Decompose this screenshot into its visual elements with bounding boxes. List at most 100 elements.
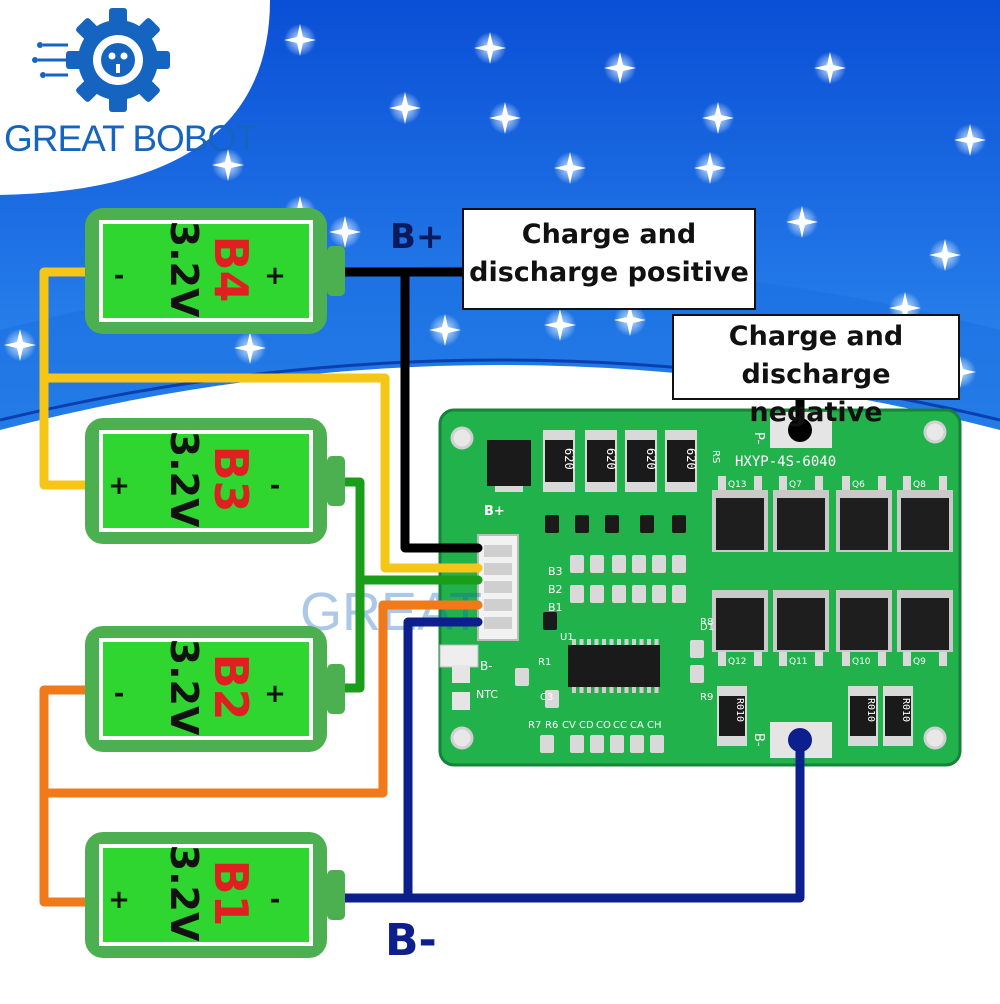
star-icon bbox=[786, 206, 818, 238]
mosfet-label: Q13 bbox=[728, 480, 747, 490]
star-icon bbox=[4, 329, 36, 361]
shunt-value: R010 bbox=[900, 698, 911, 722]
shunt-resistor: R010 bbox=[717, 686, 747, 746]
pad-ntc bbox=[452, 692, 470, 710]
resistor-620: 620 bbox=[625, 430, 658, 492]
silkscreen-label: CO bbox=[596, 720, 611, 731]
brand-logo: GREAT BOBOT bbox=[0, 0, 260, 200]
star-icon bbox=[429, 314, 461, 346]
battery-left-terminal: + bbox=[108, 885, 130, 915]
resistor-620: 620 bbox=[543, 430, 576, 492]
board-model: HXYP-4S-6040 bbox=[735, 454, 836, 470]
pad-label-bminus-small: B- bbox=[480, 659, 493, 673]
mosfet-label: Q7 bbox=[789, 480, 802, 490]
brand-name: GREAT BOBOT bbox=[4, 118, 258, 159]
battery-stack: B43.2V-+B33.2V+-B23.2V-+B13.2V+- bbox=[85, 208, 345, 958]
pad-label-b2: B2 bbox=[548, 583, 563, 596]
silkscreen-label: R7 bbox=[528, 720, 541, 731]
silkscreen-label: C3 bbox=[540, 692, 553, 703]
mount-hole bbox=[923, 726, 947, 750]
battery-left-terminal: - bbox=[114, 261, 125, 291]
pad-label-rs: RS bbox=[710, 450, 721, 463]
mosfet-label: Q11 bbox=[789, 657, 808, 667]
top-left-ic bbox=[487, 440, 531, 486]
silkscreen-label: CH bbox=[647, 720, 662, 731]
battery-right-terminal: - bbox=[270, 471, 281, 501]
pad-label-bplus: B+ bbox=[484, 504, 505, 519]
silkscreen-label: CV bbox=[562, 720, 576, 731]
bminus-terminal-dot bbox=[788, 728, 812, 752]
silkscreen-label: R8 bbox=[700, 617, 713, 628]
star-icon bbox=[544, 309, 576, 341]
smd-component bbox=[540, 735, 554, 753]
smd-component bbox=[570, 585, 584, 603]
silkscreen-label: CD bbox=[579, 720, 594, 731]
mosfet-icon: Q13 bbox=[712, 476, 768, 552]
smd-component bbox=[652, 555, 666, 573]
smd-component bbox=[612, 555, 626, 573]
star-icon bbox=[954, 124, 986, 156]
star-icon bbox=[604, 52, 636, 84]
wire-group bbox=[39, 267, 812, 907]
smd-component bbox=[590, 735, 604, 753]
star-icon bbox=[702, 102, 734, 134]
battery-voltage-label: 3.2V bbox=[162, 221, 206, 318]
smd-component bbox=[632, 585, 646, 603]
terminal-label-negative: B- bbox=[385, 915, 437, 966]
silkscreen-label: D1 bbox=[700, 622, 714, 633]
silkscreen-label: CA bbox=[630, 720, 644, 731]
callout-negative-line1: Charge and bbox=[728, 321, 904, 352]
battery-b1: B13.2V+- bbox=[85, 832, 345, 958]
mosfet-label: Q9 bbox=[913, 657, 926, 667]
pad-label-pminus: P- bbox=[751, 432, 766, 445]
smd-component bbox=[650, 735, 664, 753]
wire-b1 bbox=[39, 600, 483, 798]
silkscreen-label: R1 bbox=[538, 657, 551, 668]
terminal-label-positive: B+ bbox=[390, 217, 444, 257]
mosfet-icon: Q8 bbox=[897, 476, 953, 552]
star-icon bbox=[234, 332, 266, 364]
star-icon bbox=[814, 52, 846, 84]
battery-voltage-label: 3.2V bbox=[162, 639, 206, 736]
resistor-value: 620 bbox=[604, 448, 618, 470]
smd-component bbox=[545, 515, 559, 533]
battery-right-terminal: + bbox=[264, 679, 286, 709]
smd-component bbox=[545, 690, 559, 708]
battery-right-terminal: + bbox=[264, 261, 286, 291]
mosfet-icon: Q10 bbox=[836, 590, 892, 667]
battery-voltage-label: 3.2V bbox=[162, 431, 206, 528]
smd-component bbox=[672, 585, 686, 603]
shunt-value: R010 bbox=[865, 698, 876, 722]
mosfet-label: Q8 bbox=[913, 480, 926, 490]
smd-component bbox=[575, 515, 589, 533]
mosfet-icon: Q6 bbox=[836, 476, 892, 552]
smd-component bbox=[672, 555, 686, 573]
smd-component bbox=[610, 735, 624, 753]
silkscreen-label: CC bbox=[613, 720, 627, 731]
pad-label-b1: B1 bbox=[548, 601, 563, 614]
battery-id-label: B2 bbox=[204, 653, 258, 720]
battery-id-label: B3 bbox=[204, 445, 258, 512]
smd-component bbox=[570, 555, 584, 573]
smd-component bbox=[630, 735, 644, 753]
brand-watermark: GREAT bbox=[300, 582, 482, 642]
star-icon bbox=[694, 152, 726, 184]
battery-left-terminal: + bbox=[108, 471, 130, 501]
mosfet-label: Q10 bbox=[852, 657, 871, 667]
pad-label-bminus: B- bbox=[751, 733, 766, 747]
resistor-value: 620 bbox=[644, 448, 658, 470]
resistor-value: 620 bbox=[562, 448, 576, 470]
star-icon bbox=[389, 92, 421, 124]
smd-component bbox=[515, 668, 529, 686]
shunt-resistor: R010 bbox=[883, 686, 913, 746]
smd-component bbox=[690, 640, 704, 658]
shunt-value: R010 bbox=[734, 698, 745, 722]
smd-component bbox=[672, 515, 686, 533]
smd-component bbox=[590, 555, 604, 573]
shunt-resistor: R010 bbox=[848, 686, 878, 746]
star-icon bbox=[614, 304, 646, 336]
pad-label-ntc: NTC bbox=[476, 688, 498, 701]
smd-component bbox=[632, 555, 646, 573]
battery-b4: B43.2V-+ bbox=[85, 208, 345, 334]
